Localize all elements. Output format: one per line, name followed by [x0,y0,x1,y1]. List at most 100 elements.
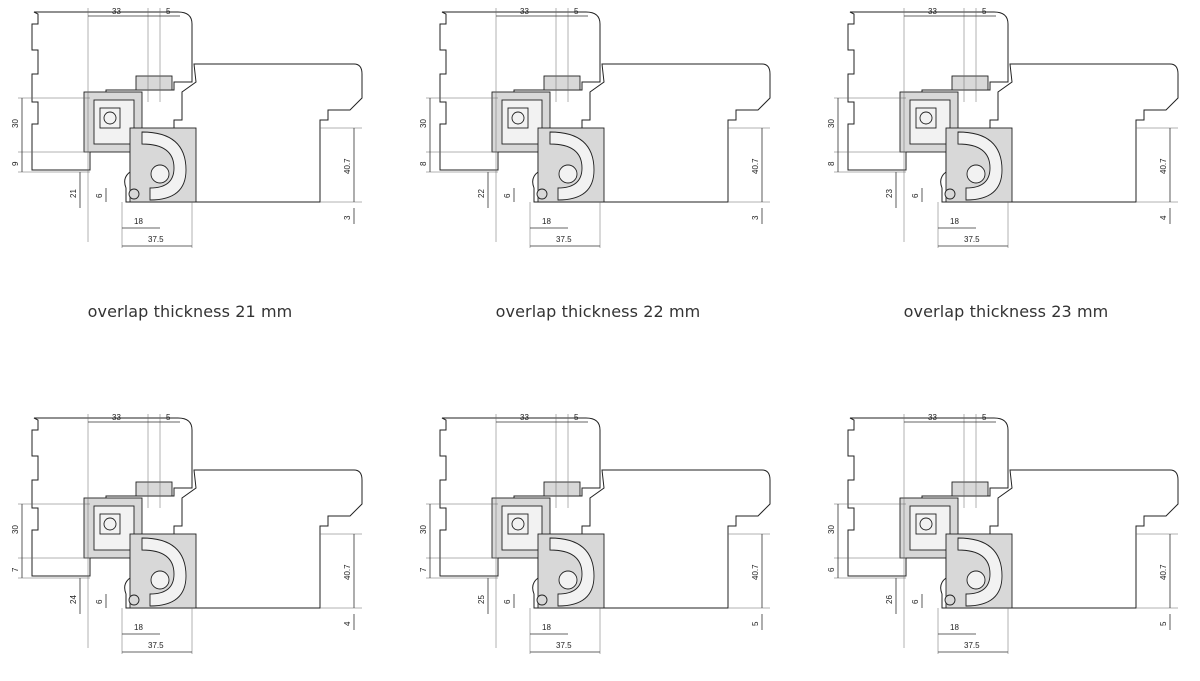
dim-33: 33 [520,7,529,16]
hinge-pivot [966,164,986,184]
dim-18: 18 [542,623,551,632]
dim-37-5: 37.5 [556,641,572,650]
hinge-pin [536,594,548,606]
hinge-screw-head [511,111,525,125]
dim-overlap: 25 [477,595,486,604]
hinge-screw-head [919,111,933,125]
dim-6: 6 [95,193,104,198]
hinge-section-drawing: 33 5 30 8 22 6 18 37.5 40.7 3 [419,7,771,248]
hinge-section-drawing: 33 5 30 7 25 6 18 37.5 40.7 5 [419,413,771,654]
dim-5: 5 [574,7,579,16]
dim-37-5: 37.5 [148,235,164,244]
dim-18: 18 [950,623,959,632]
dim-18: 18 [134,217,143,226]
hinge-section-drawing: 33 5 30 9 21 6 18 37.5 40.7 3 [11,7,363,248]
dim-37-5: 37.5 [964,641,980,650]
dim-33: 33 [112,413,121,422]
dim-33: 33 [112,7,121,16]
hinge-top-bracket [135,75,173,91]
hinge-pin [128,594,140,606]
hinge-arm [141,537,187,607]
hinge-arm [957,537,1003,607]
dim-18: 18 [542,217,551,226]
dim-30: 30 [419,119,428,128]
hinge-pin [944,188,956,200]
dim-5: 5 [166,413,171,422]
drawing-panel-5: 33 5 30 7 25 6 18 37.5 40.7 5 [418,408,778,668]
dim-overlap: 24 [69,595,78,604]
dim-33: 33 [520,413,529,422]
drawing-panel-4: 33 5 30 7 24 6 18 37.5 40.7 4 [10,408,370,668]
hinge-section-drawing: 33 5 30 8 23 6 18 37.5 40.7 4 [827,7,1179,248]
dim-40-7: 40.7 [343,564,352,580]
hinge-arm [549,537,595,607]
hinge-pivot [150,570,170,590]
hinge-pin [536,188,548,200]
hinge-arm [141,131,187,201]
dim-gap-left: 9 [11,161,20,166]
caption-21mm: overlap thickness 21 mm [87,302,293,321]
dim-5: 5 [982,413,987,422]
dim-gap-right: 3 [751,215,760,220]
hinge-pin [128,188,140,200]
hinge-screw-head [919,517,933,531]
hinge-top-bracket [951,481,989,497]
dim-40-7: 40.7 [343,158,352,174]
dim-gap-left: 8 [419,161,428,166]
caption-22mm: overlap thickness 22 mm [495,302,701,321]
dim-30: 30 [827,119,836,128]
dim-5: 5 [574,413,579,422]
dim-40-7: 40.7 [1159,564,1168,580]
dim-overlap: 21 [69,189,78,198]
dim-gap-left: 7 [11,567,20,572]
hinge-pin [944,594,956,606]
dim-18: 18 [134,623,143,632]
hinge-pivot [558,570,578,590]
dim-30: 30 [11,525,20,534]
hinge-arm [957,131,1003,201]
hinge-top-bracket [543,75,581,91]
dim-gap-left: 6 [827,567,836,572]
dim-overlap: 22 [477,189,486,198]
dim-5: 5 [982,7,987,16]
hinge-top-bracket [543,481,581,497]
hinge-arm [549,131,595,201]
hinge-pivot [150,164,170,184]
dim-gap-left: 8 [827,161,836,166]
dim-33: 33 [928,7,937,16]
dim-40-7: 40.7 [1159,158,1168,174]
dim-6: 6 [911,193,920,198]
dim-gap-right: 4 [343,621,352,626]
dim-37-5: 37.5 [964,235,980,244]
dim-gap-right: 4 [1159,215,1168,220]
hinge-section-drawing: 33 5 30 7 24 6 18 37.5 40.7 4 [11,413,363,654]
dim-6: 6 [911,599,920,604]
hinge-top-bracket [135,481,173,497]
hinge-pivot [966,570,986,590]
dim-30: 30 [827,525,836,534]
dim-40-7: 40.7 [751,564,760,580]
hinge-screw-head [511,517,525,531]
dim-18: 18 [950,217,959,226]
dim-40-7: 40.7 [751,158,760,174]
dim-30: 30 [419,525,428,534]
dim-5: 5 [166,7,171,16]
dim-30: 30 [11,119,20,128]
dim-overlap: 26 [885,595,894,604]
dim-6: 6 [503,599,512,604]
caption-23mm: overlap thickness 23 mm [903,302,1109,321]
hinge-section-drawing: 33 5 30 6 26 6 18 37.5 40.7 5 [827,413,1179,654]
dim-gap-right: 5 [1159,621,1168,626]
dim-gap-right: 3 [343,215,352,220]
hinge-pivot [558,164,578,184]
dim-gap-left: 7 [419,567,428,572]
dim-gap-right: 5 [751,621,760,626]
dim-overlap: 23 [885,189,894,198]
drawing-panel-1: 33 5 30 9 21 6 18 37.5 40.7 3 [10,2,370,262]
drawing-panel-3: 33 5 30 8 23 6 18 37.5 40.7 4 [826,2,1186,262]
dim-33: 33 [928,413,937,422]
hinge-screw-head [103,111,117,125]
dim-6: 6 [503,193,512,198]
drawing-panel-6: 33 5 30 6 26 6 18 37.5 40.7 5 [826,408,1186,668]
dim-6: 6 [95,599,104,604]
